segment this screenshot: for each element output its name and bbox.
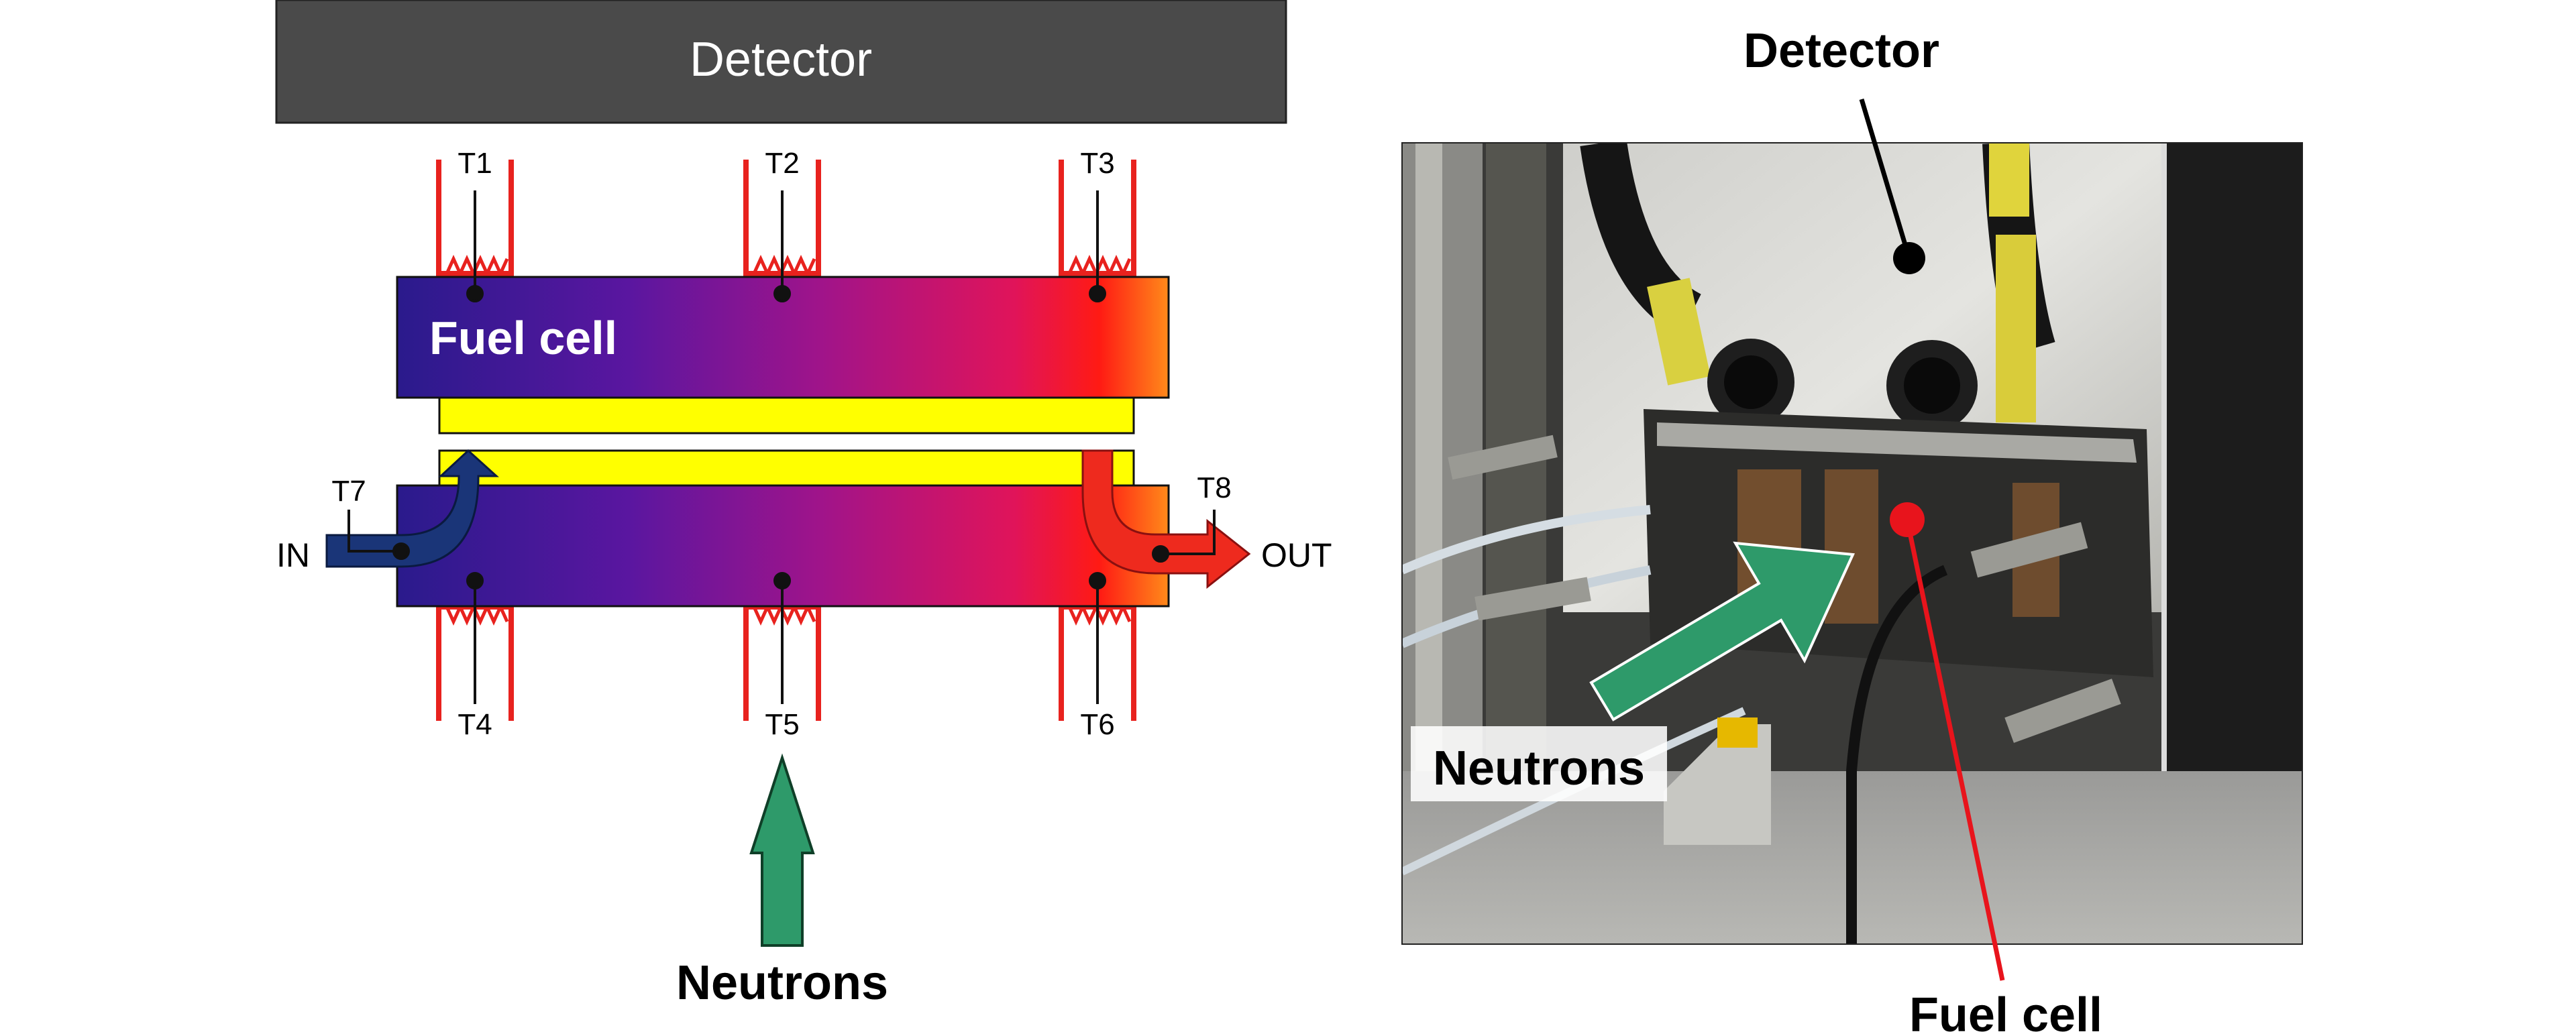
photo-neutrons-label-box: Neutrons bbox=[1411, 726, 1667, 801]
label-t4: T4 bbox=[458, 708, 492, 741]
membrane-upper bbox=[438, 396, 1135, 435]
photo: Detector Neutrons Fuel cell bbox=[1401, 24, 2303, 1036]
photo-image bbox=[1402, 143, 2302, 944]
probe-dot-t7 bbox=[392, 542, 410, 560]
photo-neutron-arrow bbox=[1589, 541, 1855, 722]
outlet-label: OUT bbox=[1261, 536, 1332, 574]
heaters-bottom bbox=[436, 602, 1136, 721]
label-t6: T6 bbox=[1080, 708, 1114, 741]
fuel-cell-label: Fuel cell bbox=[429, 312, 617, 364]
photo-detector-label: Detector bbox=[1743, 24, 1939, 78]
label-t7: T7 bbox=[331, 475, 366, 508]
probe-dot-t2 bbox=[773, 285, 791, 302]
thermocouple-probes bbox=[347, 190, 1216, 704]
label-t1: T1 bbox=[458, 147, 492, 180]
probe-dot-t1 bbox=[466, 285, 484, 302]
membrane-lower bbox=[438, 449, 1135, 487]
photo-fuel-cell-annotation: Fuel cell bbox=[1890, 502, 2102, 1036]
fuel-cell: Fuel cell bbox=[396, 276, 1170, 608]
label-t8: T8 bbox=[1197, 471, 1231, 504]
label-t3: T3 bbox=[1080, 147, 1114, 180]
probe-dot-t4 bbox=[466, 572, 484, 589]
inlet-label: IN bbox=[276, 536, 310, 574]
label-t5: T5 bbox=[765, 708, 799, 741]
label-t2: T2 bbox=[765, 147, 799, 180]
probe-dot-t3 bbox=[1089, 285, 1106, 302]
thermocouple-labels: T1 T2 T3 T4 T5 T6 T7 T8 bbox=[331, 147, 1231, 741]
detector-box: Detector bbox=[275, 0, 1287, 124]
photo-neutrons-label: Neutrons bbox=[1433, 742, 1645, 795]
neutrons-label: Neutrons bbox=[676, 956, 888, 1010]
photo-detector-annotation: Detector bbox=[1743, 24, 1939, 274]
photo-fuel-cell-label: Fuel cell bbox=[1909, 988, 2102, 1036]
probe-dot-t6 bbox=[1089, 572, 1106, 589]
probe-dot-t5 bbox=[773, 572, 791, 589]
neutron-up-arrow bbox=[749, 753, 815, 947]
schematic: Detector bbox=[275, 0, 1332, 1010]
detector-label: Detector bbox=[690, 33, 872, 87]
inlet-arrow bbox=[325, 449, 499, 568]
probe-dot-t8 bbox=[1152, 545, 1169, 563]
